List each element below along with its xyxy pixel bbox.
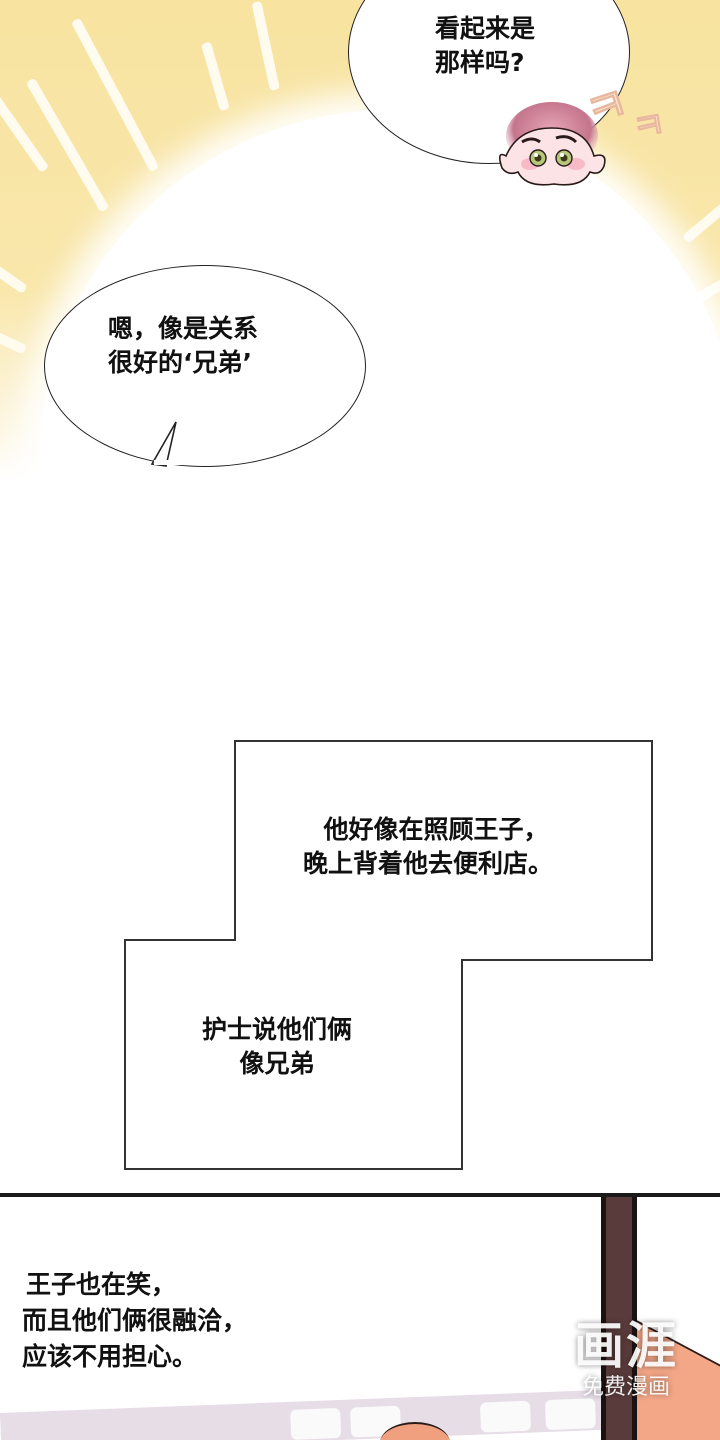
watermark: 画涯 免费漫画 xyxy=(566,1318,686,1402)
watermark-subtitle: 免费漫画 xyxy=(581,1375,670,1400)
sunburst-ray xyxy=(25,77,110,213)
chibi-face-icon xyxy=(498,102,606,186)
sunburst-ray xyxy=(200,41,230,112)
watermark-title: 画涯 xyxy=(574,1317,678,1375)
key xyxy=(479,1400,532,1433)
sfx-laugh-mark: ㅋ xyxy=(629,104,670,151)
dark-pole xyxy=(601,1197,637,1440)
narration-text: 王子也在笑，而且他们俩很融洽，应该不用担心。 xyxy=(22,1270,248,1371)
panel-sunburst: 看起来是那样吗? ㅋ ㅋ 嗯，像是关系很好的‘兄弟’ xyxy=(0,0,720,480)
sunburst-ray xyxy=(0,228,28,295)
sunburst-ray xyxy=(0,311,28,355)
sunburst-ray xyxy=(681,171,720,244)
caption-frame xyxy=(124,740,653,1170)
speech-text-top-right: 看起来是那样吗? xyxy=(435,14,536,77)
bubble-tail xyxy=(150,421,184,467)
panel-bottom: 王子也在笑，而且他们俩很融洽，应该不用担心。 xyxy=(0,1197,720,1440)
keyboard-edge xyxy=(0,1389,622,1440)
sunburst-ray xyxy=(70,17,160,173)
caption-upper: 他好像在照顾王子，晚上背着他去便利店。 xyxy=(303,815,554,878)
key xyxy=(290,1407,342,1440)
caption-lower: 护士说他们俩像兄弟 xyxy=(202,1015,353,1078)
key xyxy=(544,1398,597,1431)
hand xyxy=(380,1422,450,1440)
panel-divider xyxy=(0,1193,720,1197)
speech-text-left: 嗯，像是关系很好的‘兄弟’ xyxy=(108,314,259,377)
speech-bubble-left xyxy=(44,265,366,467)
sunburst-ray xyxy=(251,0,280,92)
